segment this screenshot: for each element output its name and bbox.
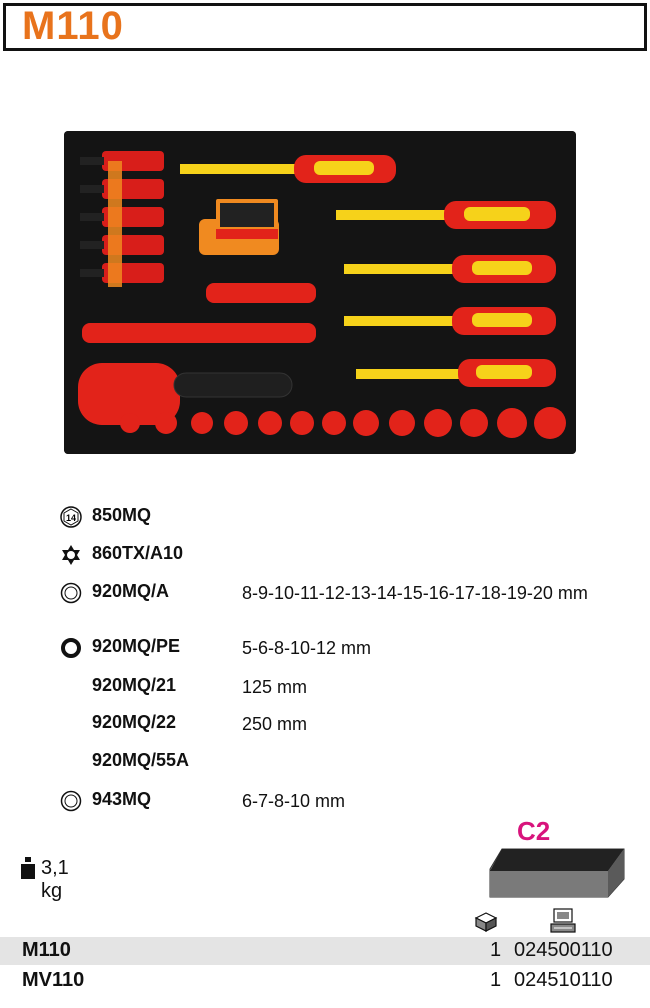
ratchet: [78, 363, 293, 425]
spec-code: 920MQ/55A: [92, 750, 190, 770]
spec-code: 920MQ/A: [92, 581, 170, 601]
title-bar: M110: [3, 3, 647, 51]
product-name: M110: [22, 939, 71, 961]
weight-value: 3,1 kg: [41, 857, 69, 902]
bit-holder: [199, 199, 279, 255]
product-row: M110 1 024500110: [0, 937, 650, 965]
hex-14-icon: 14: [60, 506, 82, 528]
weight-icon: [21, 857, 35, 879]
drawer-label: C2: [517, 816, 551, 846]
product-qty: 1: [490, 939, 502, 961]
page-title: M110: [22, 4, 124, 48]
spec-value: 250 mm: [242, 714, 308, 734]
product-name: MV110: [22, 969, 85, 991]
hex-key-set: [80, 151, 164, 287]
spec-code: 850MQ: [92, 505, 152, 525]
drawer-icon: [489, 848, 625, 898]
package-icon: [474, 912, 498, 932]
spec-code: 860TX/A10: [92, 543, 184, 563]
ring-thin-icon: [60, 582, 82, 604]
torx-icon: [62, 545, 80, 565]
ring-thin-icon: [60, 790, 82, 812]
spec-value: 8-9-10-11-12-13-14-15-16-17-18-19-20 mm: [242, 583, 588, 603]
spec-code: 943MQ: [92, 789, 152, 809]
spec-value: 5-6-8-10-12 mm: [242, 638, 372, 658]
extension-bars: [82, 283, 316, 343]
product-code: 024500110: [514, 939, 613, 961]
product-qty: 1: [490, 969, 502, 991]
tool-tray-image: [64, 131, 576, 454]
spec-value: 125 mm: [242, 677, 308, 697]
screwdriver-set: [180, 155, 556, 387]
product-code: 024510110: [514, 969, 613, 991]
spec-code: 920MQ/21: [92, 675, 177, 695]
spec-code: 920MQ/PE: [92, 636, 181, 656]
product-row: MV110 1 024510110: [0, 967, 650, 995]
svg-text:14: 14: [66, 513, 76, 523]
computer-icon: [550, 908, 576, 933]
socket-row: [120, 407, 566, 439]
ring-thick-icon: [61, 638, 81, 658]
spec-code: 920MQ/22: [92, 712, 177, 732]
spec-value: 6-7-8-10 mm: [242, 791, 346, 811]
